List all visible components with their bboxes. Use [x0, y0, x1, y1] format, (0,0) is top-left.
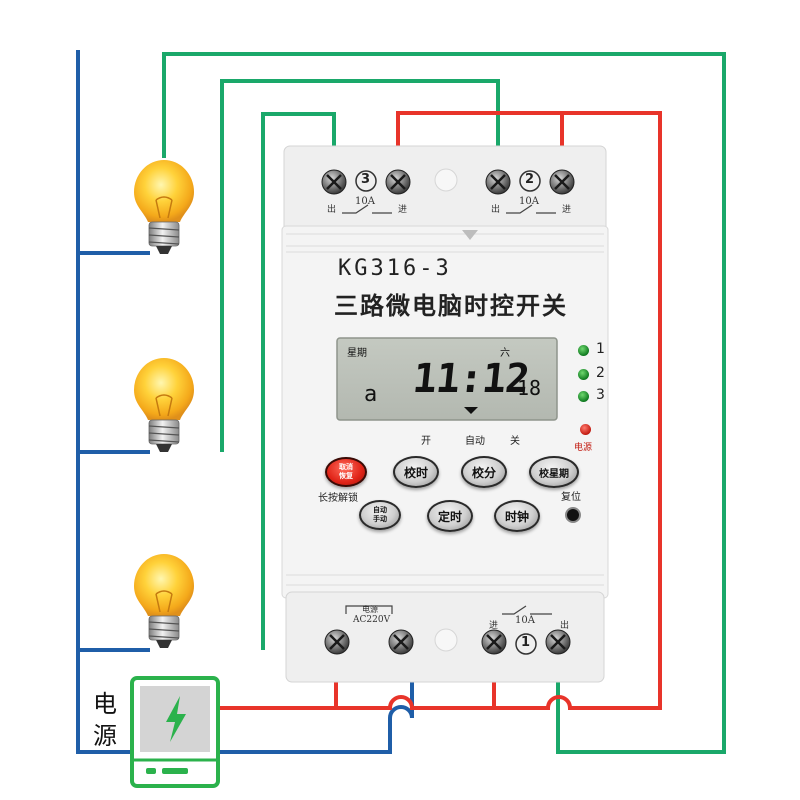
lcd-seconds: 18 [517, 376, 542, 400]
mode-auto-label: 自动 [465, 436, 485, 447]
lightning-bolt-icon [166, 696, 186, 742]
ch2-in-label: 进 [562, 205, 572, 215]
terminal-screws-top [321, 169, 575, 214]
ch2-out-label: 出 [491, 205, 501, 215]
ch1-in-label: 进 [489, 621, 499, 631]
calibrate-time-button[interactable]: 校时 [393, 456, 439, 488]
mode-off-label: 关 [510, 436, 520, 447]
auto-manual-button[interactable]: 自动 手动 [359, 500, 401, 530]
lcd-display [336, 337, 558, 421]
power-source-label-1: 电 [93, 690, 117, 718]
lcd-time: 11:12 [410, 356, 531, 402]
ch1-indicator-led [578, 345, 589, 356]
ch1-out-label: 出 [560, 621, 570, 631]
cancel-restore-button[interactable]: 取消 恢复 [325, 457, 367, 487]
light-bulb-icon [134, 160, 194, 254]
auto-manual-line2: 手动 [373, 515, 387, 523]
auto-manual-line1: 自动 [373, 506, 387, 514]
power-terminal-voltage: AC220V [353, 615, 391, 625]
ch1-number: 1 [521, 635, 531, 650]
power-source-box [130, 676, 220, 788]
ch3-number: 3 [361, 172, 371, 187]
device-name: 三路微电脑时控开关 [334, 291, 568, 320]
calibrate-minute-button[interactable]: 校分 [461, 456, 507, 488]
ch3-indicator-label: 3 [596, 387, 605, 403]
long-press-unlock-label: 长按解锁 [318, 493, 358, 504]
ch3-out-label: 出 [327, 205, 337, 215]
power-indicator-led [580, 424, 591, 435]
clock-button[interactable]: 时钟 [494, 500, 540, 532]
cancel-restore-line1: 取消 [339, 463, 353, 471]
lcd-day: 六 [500, 348, 510, 359]
reset-button[interactable] [565, 507, 581, 523]
ch2-rating: 10A [519, 196, 539, 207]
mode-on-label: 开 [421, 436, 431, 447]
ch3-indicator-led [578, 391, 589, 402]
lcd-week-label: 星期 [347, 348, 367, 359]
ch1-rating: 10A [515, 615, 535, 626]
light-bulb-icon [134, 358, 194, 452]
power-terminal-title: 电源 [362, 605, 378, 614]
reset-label: 复位 [561, 492, 581, 503]
set-timer-button[interactable]: 定时 [427, 500, 473, 532]
device-model: KG316-3 [338, 256, 452, 281]
light-bulb-icon [134, 554, 194, 648]
terminal-screws-bottom [324, 605, 571, 655]
wire-blue-neutral [76, 50, 414, 754]
lcd-left-char: a [364, 382, 378, 407]
ch3-rating: 10A [355, 196, 375, 207]
ch1-indicator-label: 1 [596, 341, 605, 357]
ch2-number: 2 [525, 172, 535, 187]
power-source-label-2: 源 [93, 722, 117, 750]
lamps [134, 160, 194, 648]
power-indicator-label: 电源 [574, 443, 593, 453]
ch3-in-label: 进 [398, 205, 408, 215]
cancel-restore-line2: 恢复 [339, 472, 353, 480]
calibrate-week-button[interactable]: 校星期 [529, 456, 579, 488]
ch2-indicator-led [578, 369, 589, 380]
ch2-indicator-label: 2 [596, 365, 605, 381]
